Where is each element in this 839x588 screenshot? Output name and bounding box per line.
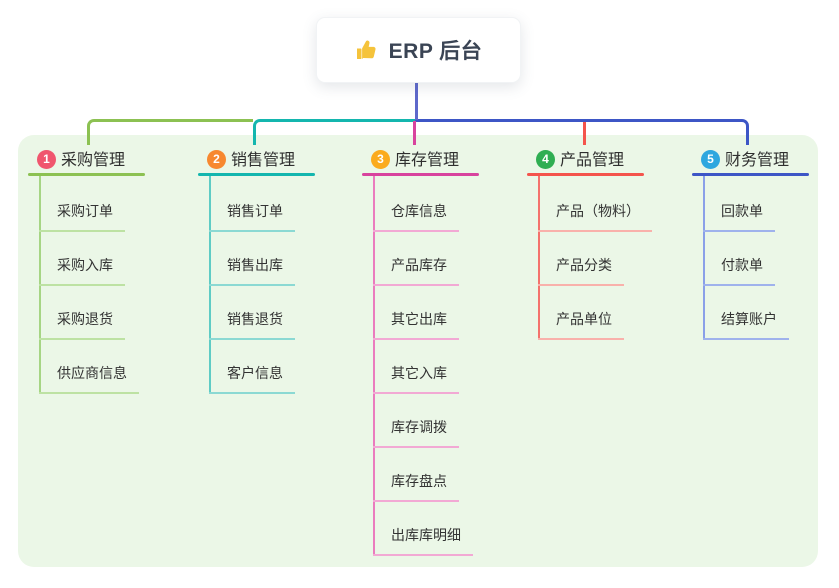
node-5-2[interactable]: 付款单 <box>703 244 775 286</box>
node-4-2[interactable]: 产品分类 <box>538 244 624 286</box>
node-3-3[interactable]: 其它出库 <box>373 298 459 340</box>
connector-branch-1 <box>87 119 253 145</box>
branch-5-title[interactable]: 财务管理 <box>725 152 790 169</box>
connector-branch-3 <box>413 121 416 145</box>
connector-branch-5 <box>415 119 749 145</box>
node-2-1[interactable]: 销售订单 <box>209 190 295 232</box>
branch-5-spine-line <box>703 176 705 340</box>
branch-5-underline <box>692 173 809 176</box>
branch-3-title[interactable]: 库存管理 <box>395 152 460 169</box>
branch-2-title[interactable]: 销售管理 <box>231 152 296 169</box>
root-node-label: ERP 后台 <box>388 40 483 63</box>
connector-branch-4 <box>583 122 586 145</box>
connector-branch-2 <box>253 119 415 145</box>
root-node[interactable]: ERP 后台 <box>316 17 521 83</box>
branch-2-underline <box>198 173 315 176</box>
node-5-1[interactable]: 回款单 <box>703 190 775 232</box>
root-stem-line <box>415 82 418 120</box>
branch-1-badge: 1 <box>37 150 56 169</box>
node-2-4[interactable]: 客户信息 <box>209 352 295 394</box>
branch-2-badge: 2 <box>207 150 226 169</box>
branch-4-spine-line <box>538 176 540 340</box>
node-2-3[interactable]: 销售退货 <box>209 298 295 340</box>
node-1-4[interactable]: 供应商信息 <box>39 352 139 394</box>
branch-1-underline <box>28 173 145 176</box>
branch-4-title[interactable]: 产品管理 <box>560 152 625 169</box>
node-4-1[interactable]: 产品（物料） <box>538 190 652 232</box>
branch-1-title[interactable]: 采购管理 <box>61 152 126 169</box>
branch-5-badge: 5 <box>701 150 720 169</box>
branch-4-badge: 4 <box>536 150 555 169</box>
node-2-2[interactable]: 销售出库 <box>209 244 295 286</box>
branches-panel <box>18 135 818 567</box>
node-1-1[interactable]: 采购订单 <box>39 190 125 232</box>
node-3-2[interactable]: 产品库存 <box>373 244 459 286</box>
node-1-2[interactable]: 采购入库 <box>39 244 125 286</box>
node-3-5[interactable]: 库存调拨 <box>373 406 459 448</box>
node-5-3[interactable]: 结算账户 <box>703 298 789 340</box>
node-3-6[interactable]: 库存盘点 <box>373 460 459 502</box>
node-3-1[interactable]: 仓库信息 <box>373 190 459 232</box>
branch-3-badge: 3 <box>371 150 390 169</box>
branch-3-spine-line <box>373 176 375 556</box>
node-4-3[interactable]: 产品单位 <box>538 298 624 340</box>
branch-4-underline <box>527 173 644 176</box>
node-1-3[interactable]: 采购退货 <box>39 298 125 340</box>
branch-3-underline <box>362 173 479 176</box>
node-3-4[interactable]: 其它入库 <box>373 352 459 394</box>
thumbs-up-icon <box>356 40 376 59</box>
node-3-7[interactable]: 出库库明细 <box>373 514 473 556</box>
